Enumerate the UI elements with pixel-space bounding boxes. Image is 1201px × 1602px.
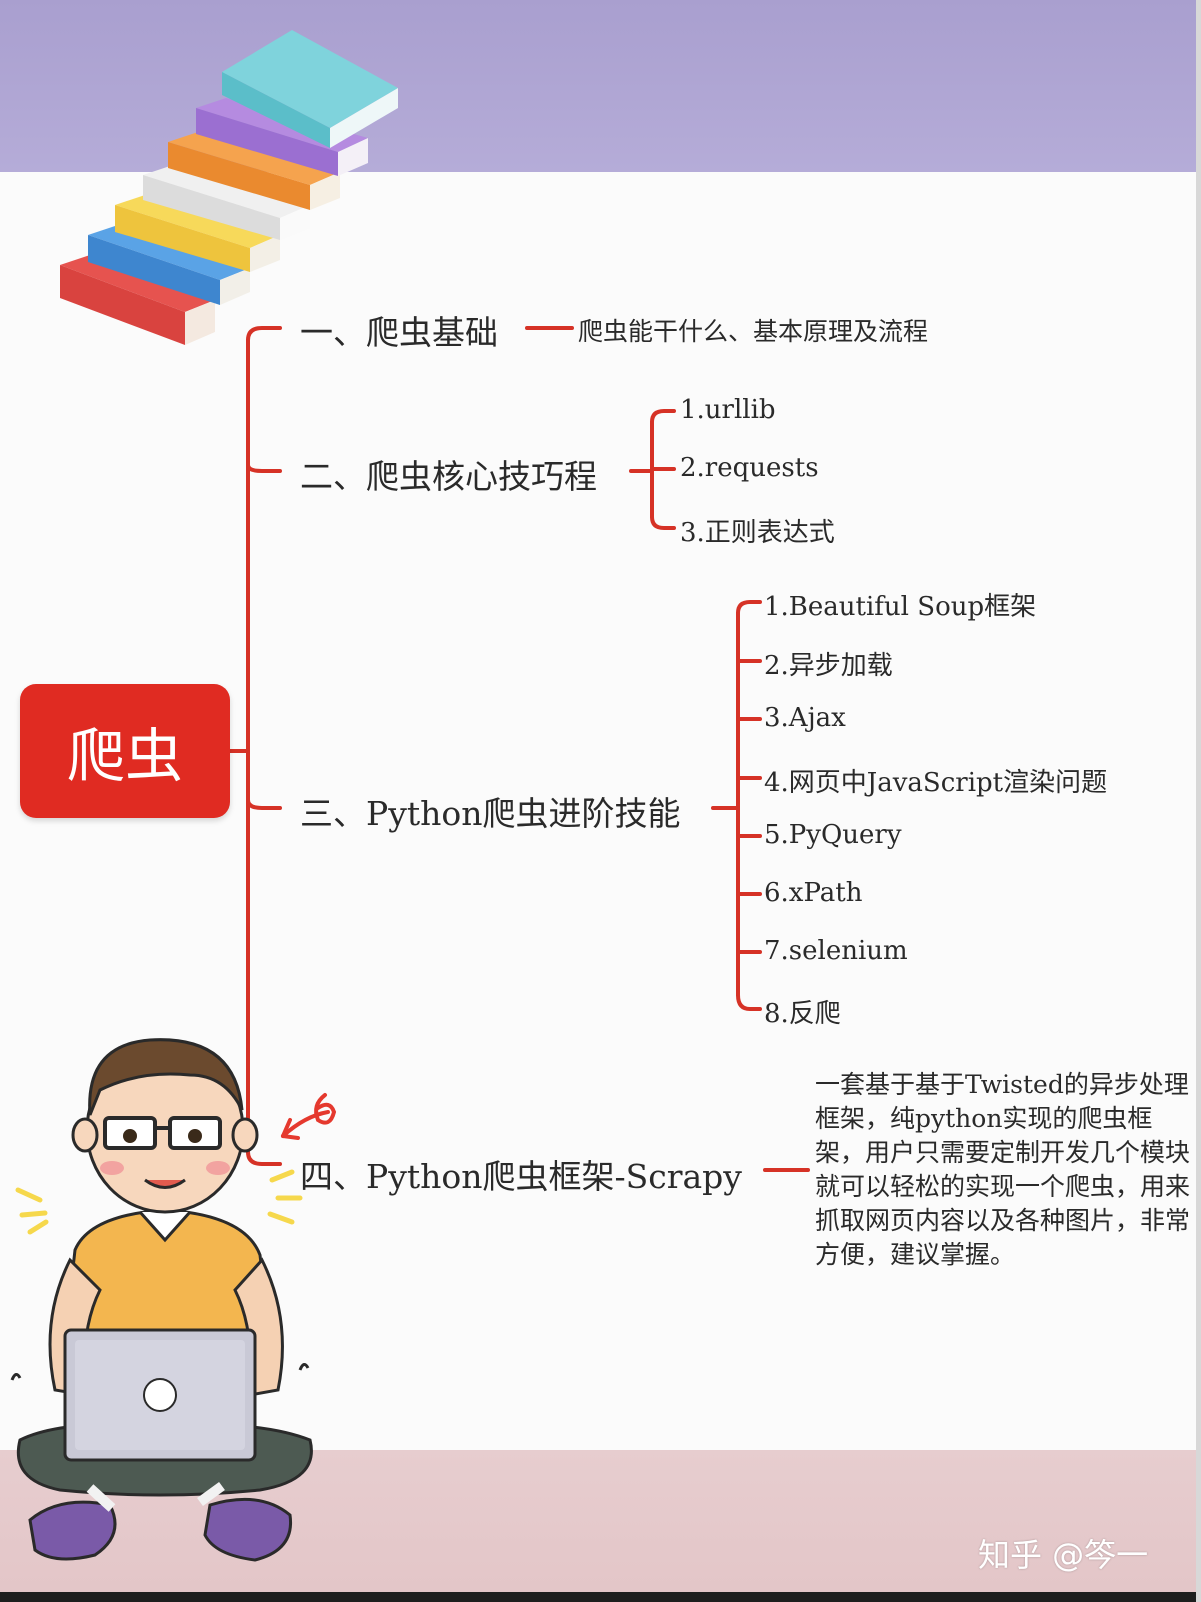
branch-4-description: 一套基于基于Twisted的异步处理框架，纯python实现的爬虫框架，用户只需… <box>815 1070 1191 1269</box>
book-stack-icon <box>60 30 398 345</box>
branch-1-note: 爬虫能干什么、基本原理及流程 <box>578 317 929 346</box>
branch-4-label: 四、Python爬虫框架-Scrapy <box>300 1157 742 1196</box>
branch-2-item: 1.urllib <box>680 395 776 425</box>
branch-3-item: 3.Ajax <box>764 703 846 733</box>
boy-with-laptop-icon <box>10 1038 313 1562</box>
hand-drawn-arrow-icon <box>281 1093 337 1140</box>
root-node <box>20 684 230 818</box>
branch-2-item: 3.正则表达式 <box>680 518 835 548</box>
branch-3-item: 8.反爬 <box>764 999 841 1029</box>
root-node-label: 爬虫 <box>66 722 183 790</box>
branch-3-item: 2.异步加载 <box>764 651 893 681</box>
watermark: 知乎 @笒一 <box>978 1536 1149 1574</box>
footer-strip <box>0 1592 1201 1602</box>
connector-lines <box>228 326 810 1172</box>
branch-2-label: 二、爬虫核心技巧程 <box>300 457 597 496</box>
branch-2-item: 2.requests <box>680 453 819 483</box>
branch-1-label: 一、爬虫基础 <box>300 313 498 352</box>
branch-3-item: 1.Beautiful Soup框架 <box>764 592 1037 622</box>
right-edge-strip <box>1196 0 1201 1602</box>
branch-3-item: 7.selenium <box>764 936 908 966</box>
branch-3-item: 6.xPath <box>764 878 863 908</box>
branch-3-item: 4.网页中JavaScript渲染问题 <box>764 768 1108 798</box>
branch-3-item: 5.PyQuery <box>764 820 902 850</box>
branch-3-label: 三、Python爬虫进阶技能 <box>300 794 681 833</box>
